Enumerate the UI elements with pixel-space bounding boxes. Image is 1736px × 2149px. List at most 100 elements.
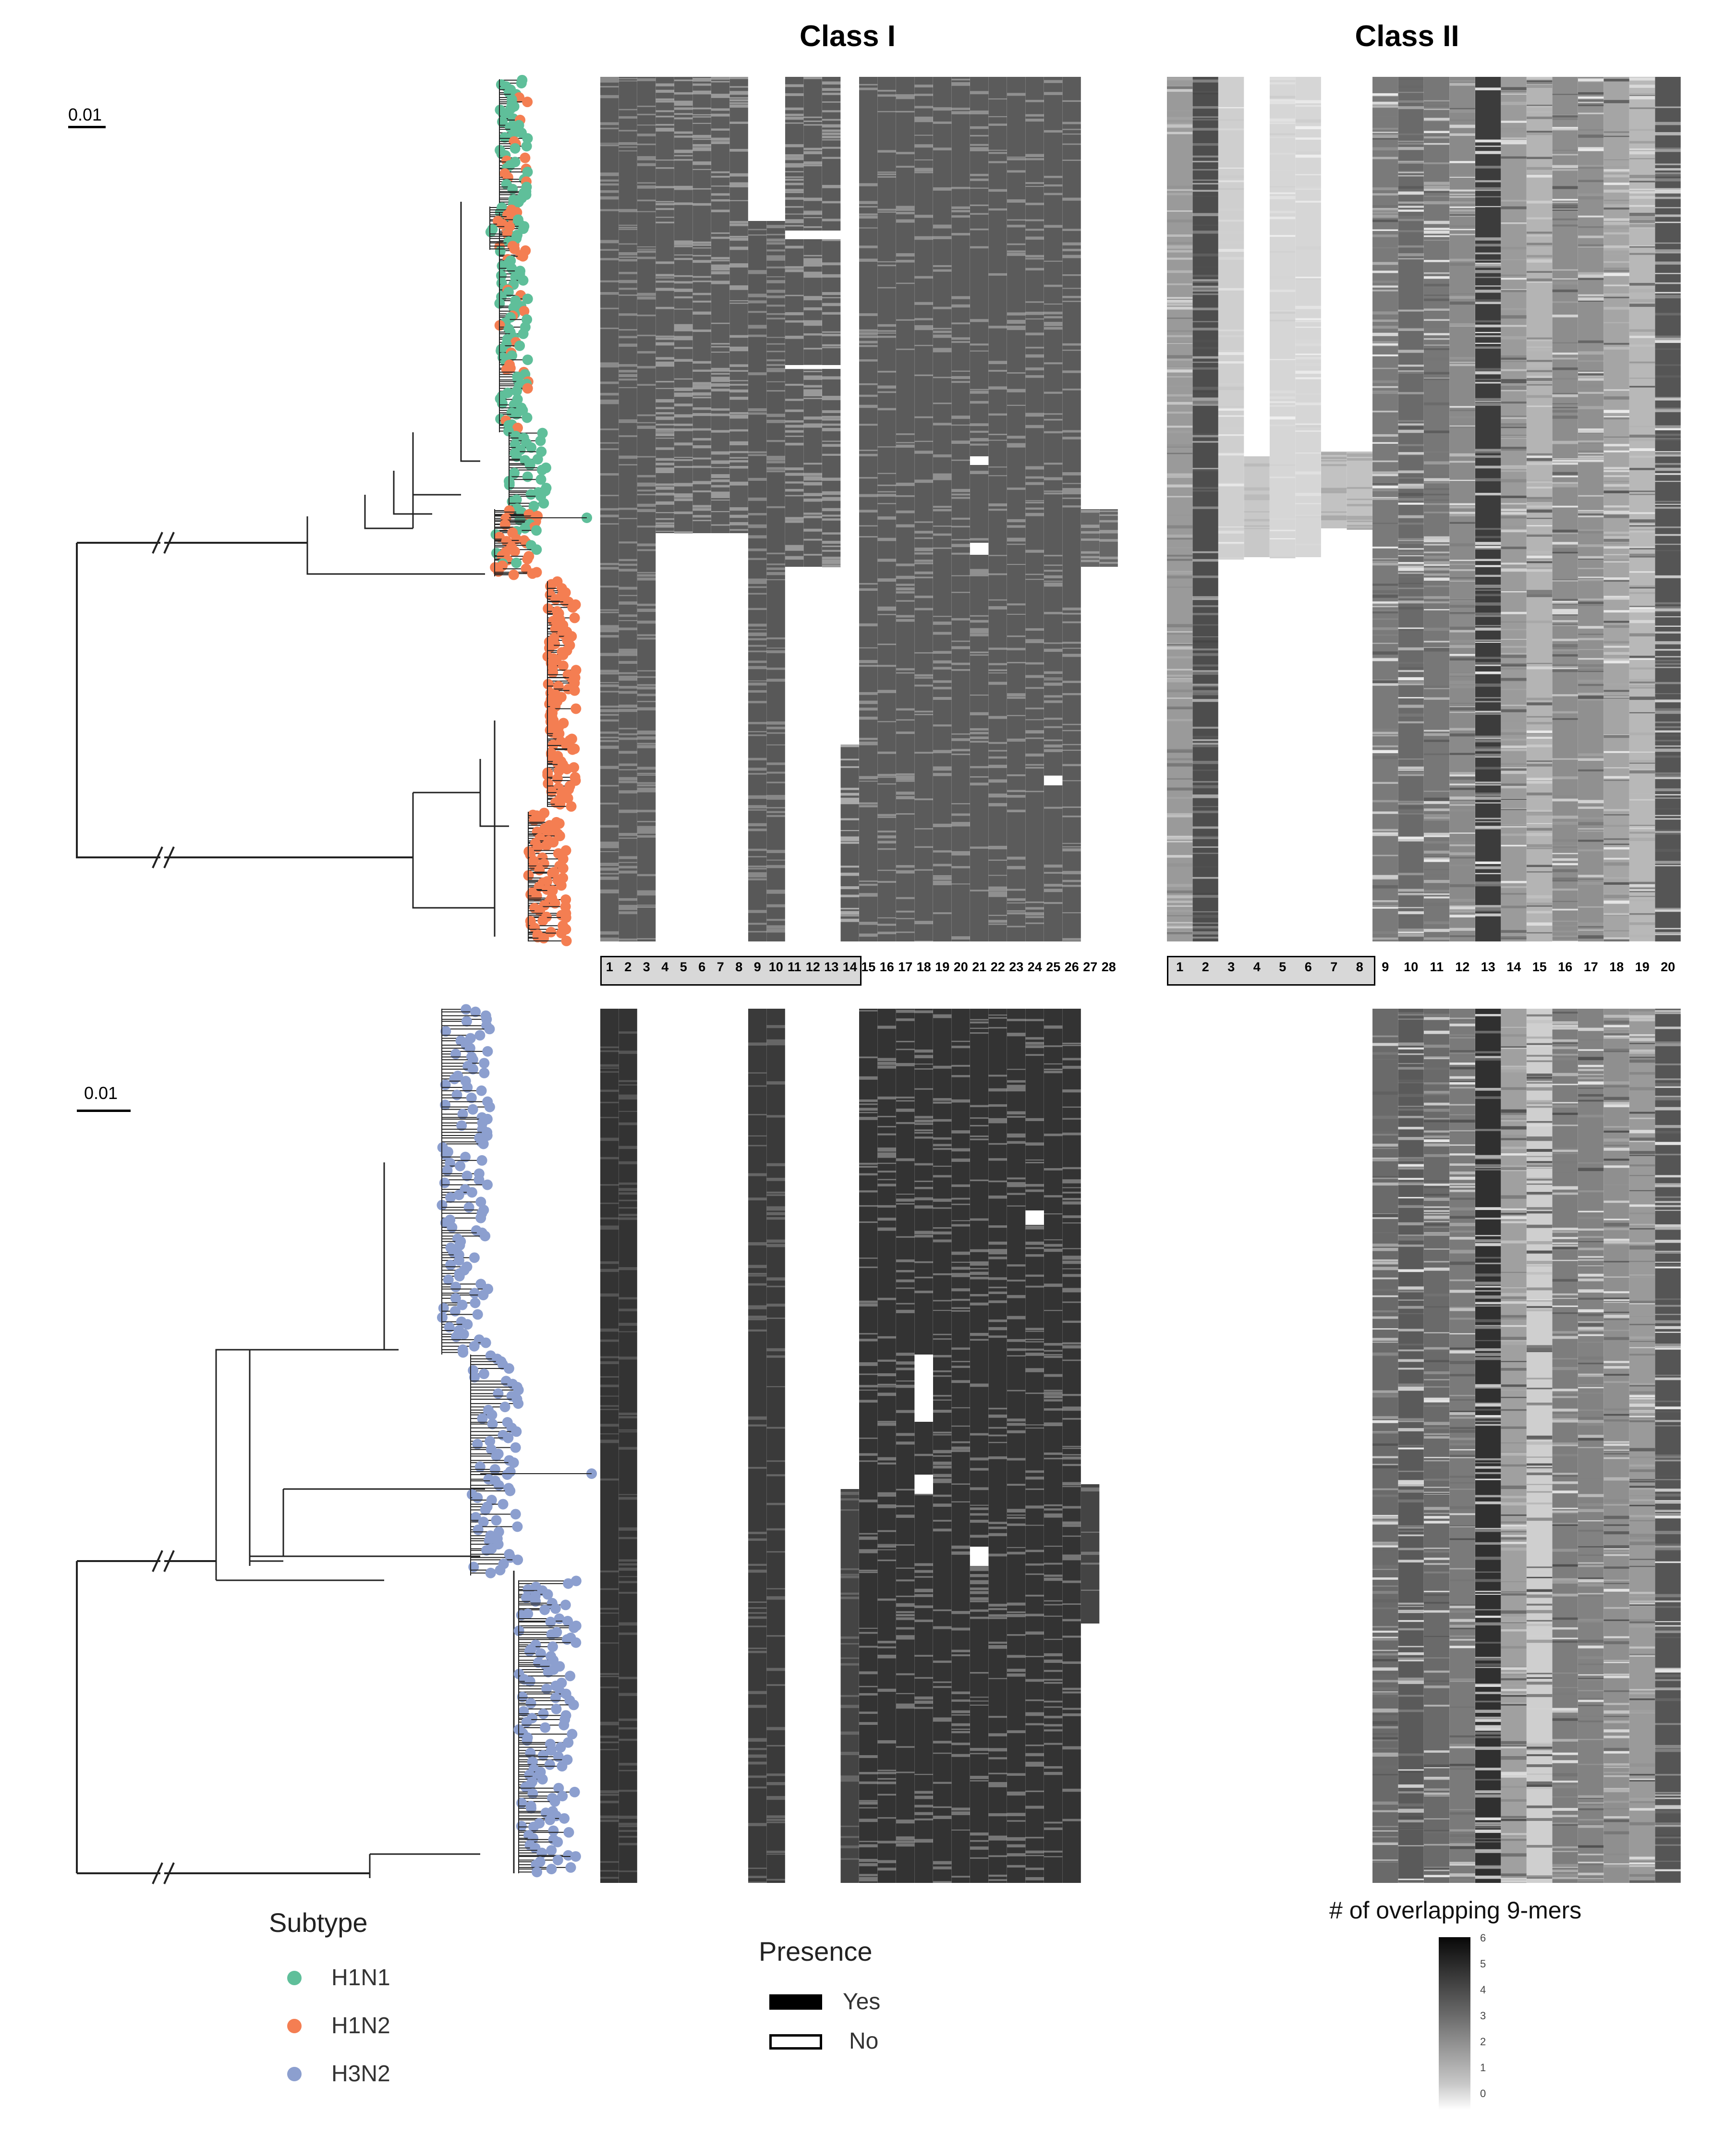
class-ii-col-9: 9	[1382, 960, 1389, 974]
class-ii-bottom-column-17	[1578, 1009, 1604, 1883]
h1n1-label: H1N1	[331, 1965, 390, 1990]
class-ii-bottom-column-16	[1552, 1009, 1578, 1883]
class-ii-top-column-16	[1552, 77, 1578, 941]
class-i-col-7: 7	[716, 960, 724, 974]
class-ii-top-column-13	[1475, 77, 1501, 941]
class-ii-col-12: 12	[1455, 960, 1470, 974]
class-ii-col-19: 19	[1635, 960, 1650, 974]
class-i-col-23: 23	[1009, 960, 1024, 974]
overlap-gradient-bar	[1439, 1937, 1470, 2110]
class-i-top-column-9	[748, 221, 767, 941]
class-ii-col-20: 20	[1661, 960, 1675, 974]
h1n2-tip-cluster	[542, 576, 582, 812]
class-i-col-14: 14	[842, 960, 857, 974]
class-ii-col-7: 7	[1330, 960, 1338, 974]
class-ii-top-column-15	[1527, 77, 1553, 941]
scale-bar-bottom	[77, 1110, 131, 1112]
class-i-top-column-1	[600, 77, 619, 941]
class-i-bottom-column-26	[1062, 1009, 1081, 1883]
class-i-col-2: 2	[624, 960, 632, 974]
overlap-tick-6: 6	[1480, 1932, 1486, 1944]
class-i-top-column-5	[674, 77, 693, 534]
class-i-top-column-11	[785, 77, 804, 567]
class-i-col-12: 12	[805, 960, 820, 974]
class-i-col-21: 21	[972, 960, 987, 974]
phylogenetic-tree-bottom	[76, 1004, 597, 1884]
class-i-col-24: 24	[1027, 960, 1042, 974]
class-ii-col-11: 11	[1430, 960, 1444, 974]
class-i-bottom-column-15	[859, 1009, 878, 1883]
class-ii-col-10: 10	[1404, 960, 1419, 974]
h3n2-dot	[287, 2067, 302, 2081]
class-ii-top-column-3	[1218, 77, 1244, 560]
class-ii-top-column-12	[1449, 77, 1476, 941]
class-i-bottom-column-21	[970, 1009, 989, 1883]
class-i-bottom-column-19	[933, 1009, 952, 1883]
class-i-top-column-25	[1044, 77, 1063, 941]
class-i-top-column-16	[877, 77, 897, 941]
class-i-col-25: 25	[1046, 960, 1061, 974]
class-ii-col-3: 3	[1227, 960, 1235, 974]
class-i-top-column-6	[692, 77, 712, 533]
class-i-bottom-column-17	[896, 1009, 915, 1883]
presence-yes-label: Yes	[843, 1989, 881, 2015]
mixed-tip-cluster	[485, 202, 523, 255]
class-i-top-column-28	[1099, 509, 1118, 567]
class-i-col-19: 19	[935, 960, 950, 974]
class-i-top-column-10	[766, 221, 786, 941]
class-i-bottom-column-10	[766, 1009, 786, 1883]
class-i-col-26: 26	[1064, 960, 1079, 974]
phylogenetic-tree-top	[76, 74, 592, 946]
presence-no-swatch	[769, 2034, 822, 2050]
class-i-col-13: 13	[824, 960, 839, 974]
class-ii-group-box	[1167, 956, 1375, 986]
class-ii-top-column-8	[1347, 452, 1373, 530]
class-ii-top-column-11	[1424, 77, 1450, 941]
class-i-top-column-3	[637, 77, 656, 941]
scale-bar-label-bottom: 0.01	[84, 1083, 118, 1103]
class-i-top-column-12	[803, 77, 823, 567]
h3n2-label: H3N2	[331, 2061, 390, 2087]
class-ii-top-column-5	[1270, 77, 1296, 559]
scale-bar-top	[68, 126, 106, 128]
class-i-top-column-15	[859, 77, 878, 941]
h1n2-label: H1N2	[331, 2013, 390, 2039]
class-ii-top-column-9	[1372, 77, 1398, 941]
class-ii-col-1: 1	[1176, 960, 1184, 974]
class-i-col-22: 22	[990, 960, 1005, 974]
class-ii-top-column-10	[1398, 77, 1424, 941]
overlap-tick-1: 1	[1480, 2062, 1486, 2074]
class-i-col-5: 5	[680, 960, 687, 974]
presence-yes-swatch	[769, 1994, 822, 2010]
overlap-tick-5: 5	[1480, 1958, 1486, 1970]
class-i-top-column-21	[970, 77, 989, 941]
class-i-top-column-26	[1062, 77, 1081, 941]
class-i-top-column-23	[1007, 77, 1026, 941]
class-ii-heatmap-top	[1167, 77, 1681, 941]
class-i-bottom-column-1	[600, 1009, 619, 1883]
class-i-bottom-column-27	[1081, 1484, 1100, 1624]
class-ii-bottom-column-20	[1655, 1009, 1681, 1883]
class-ii-top-column-17	[1578, 77, 1604, 941]
class-i-col-16: 16	[879, 960, 894, 974]
class-i-bottom-column-20	[951, 1009, 971, 1883]
class-i-top-column-19	[933, 77, 952, 941]
class-i-top-column-18	[914, 77, 934, 941]
overlap-tick-3: 3	[1480, 2010, 1486, 2022]
h3n2-tip-cluster-middle	[466, 1350, 524, 1578]
class-i-col-9: 9	[753, 960, 761, 974]
class-ii-bottom-column-10	[1398, 1009, 1424, 1883]
class-ii-top-column-14	[1501, 77, 1527, 941]
class-ii-top-column-1	[1167, 77, 1193, 941]
class-ii-title: Class II	[1355, 20, 1459, 53]
class-i-top-column-2	[619, 77, 638, 941]
class-i-col-27: 27	[1083, 960, 1098, 974]
presence-no-label: No	[849, 2028, 879, 2054]
class-ii-bottom-column-15	[1527, 1009, 1553, 1883]
class-i-top-column-24	[1025, 77, 1044, 941]
class-i-col-6: 6	[698, 960, 706, 974]
class-i-col-17: 17	[898, 960, 913, 974]
class-ii-col-14: 14	[1506, 960, 1521, 974]
